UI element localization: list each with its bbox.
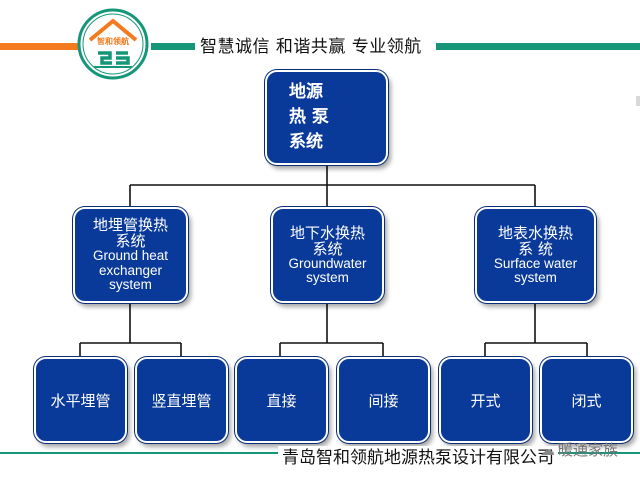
header-green-bar-right: [436, 43, 640, 50]
branch-surface-water: 地表水换热 系 统 Surface water system: [475, 207, 596, 303]
leaf-open-loop: 开式: [439, 357, 532, 443]
branch-ground-heat-exchanger: 地埋管换热 系统 Ground heat exchanger system: [73, 207, 188, 303]
footer-company-name: 青岛智和领航地源热泵设计有限公司: [278, 446, 558, 470]
root-line-2: 热 泵: [289, 107, 329, 127]
leaf-label: 间接: [368, 391, 399, 410]
branch-1-en-line-3: system: [109, 277, 152, 293]
leaf-vertical-pipe: 竖直埋管: [135, 357, 228, 443]
branch-2-cn-line-2: 系统: [312, 239, 343, 258]
branch-3-cn-line-1: 地表水换热: [497, 223, 573, 242]
watermark: ☁暖通家族: [540, 440, 618, 460]
header-green-bar-left: [151, 43, 195, 50]
branch-3-en-line-1: Surface water: [493, 255, 578, 271]
root-line-3: 系统: [289, 132, 323, 152]
logo-text: 智和领航: [97, 36, 129, 46]
header-orange-bar: [0, 43, 78, 50]
wechat-icon: ☁: [540, 441, 555, 459]
leaf-label: 水平埋管: [50, 391, 111, 410]
branch-3-cn-line-2: 系 统: [518, 239, 553, 258]
root-node-ground-source-heat-pump: 地源 热 泵 系统: [265, 70, 388, 165]
branch-1-cn-line-2: 系统: [115, 232, 146, 251]
leaf-direct: 直接: [235, 357, 328, 443]
leaf-indirect: 间接: [337, 357, 430, 443]
root-line-1: 地源: [289, 82, 323, 102]
branch-groundwater: 地下水换热 系统 Groundwater system: [271, 207, 384, 303]
leaf-label: 竖直埋管: [151, 391, 212, 410]
company-logo: 智和领航: [77, 8, 149, 80]
leaf-closed-loop: 闭式: [540, 357, 633, 443]
branch-1-en-line-1: Ground heat: [92, 248, 169, 264]
branch-2-en-line-1: Groundwater: [288, 255, 367, 271]
leaf-label: 直接: [266, 391, 297, 410]
leaf-label: 开式: [470, 391, 501, 410]
leaf-label: 闭式: [571, 391, 602, 410]
branch-2-en-line-2: system: [306, 270, 349, 285]
branch-1-cn-line-1: 地埋管换热: [92, 216, 168, 235]
slide-edge-mark: [636, 96, 640, 106]
header-slogan: 智慧诚信 和谐共赢 专业领航: [200, 37, 422, 57]
branch-1-en-line-2: exchanger: [98, 262, 163, 278]
leaf-horizontal-pipe: 水平埋管: [34, 357, 127, 443]
branch-3-en-line-2: system: [514, 270, 557, 285]
watermark-text: 暖通家族: [558, 441, 619, 459]
branch-2-cn-line-1: 地下水换热: [289, 223, 365, 242]
